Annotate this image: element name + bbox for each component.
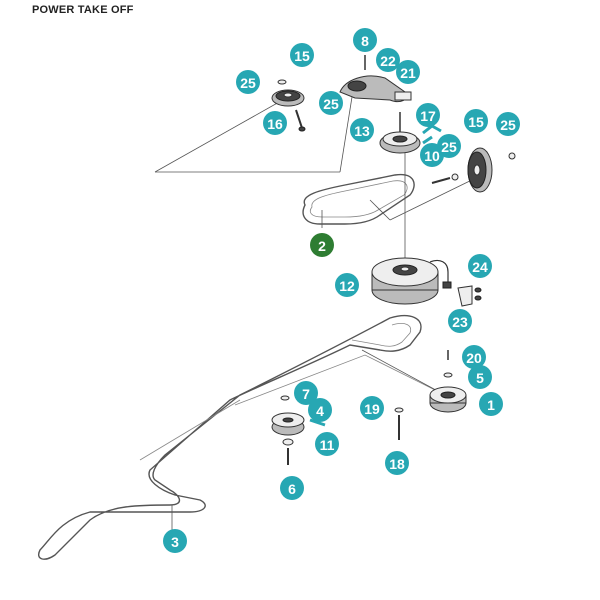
callout-label: 16 [267, 116, 283, 132]
callout-11: 11 [315, 432, 339, 456]
callout-label: 17 [420, 108, 436, 124]
callout-circle [319, 91, 343, 115]
pto-clutch [371, 257, 452, 305]
callout-label: 19 [364, 401, 380, 417]
callout-label: 15 [468, 114, 484, 130]
leader-lines [154, 96, 483, 530]
engine-pulley-1 [429, 350, 467, 413]
callout-label: 8 [361, 33, 369, 49]
callout-20: 20 [462, 345, 486, 369]
callout-6: 6 [280, 476, 304, 500]
callout-label: 6 [288, 481, 296, 497]
callout-circle [479, 392, 503, 416]
callout-circle [416, 103, 440, 127]
idler-arm [339, 55, 412, 103]
callout-12: 12 [335, 273, 359, 297]
callout-label: 24 [472, 259, 488, 275]
callout-label: 25 [323, 96, 339, 112]
callout-circle [236, 70, 260, 94]
callout-circle [310, 233, 334, 257]
callout-3: 3 [163, 529, 187, 553]
callout-circle [163, 529, 187, 553]
callout-label: 2 [318, 238, 326, 254]
upper-belt [302, 173, 415, 225]
bracket-23 [457, 285, 482, 307]
callout-22: 22 [376, 48, 400, 72]
callout-label: 10 [424, 148, 440, 164]
callout-label: 21 [400, 65, 416, 81]
callout-15: 15 [290, 43, 314, 67]
callout-circle [315, 432, 339, 456]
callout-13: 13 [350, 118, 374, 142]
callout-label: 7 [302, 386, 310, 402]
callout-circle [360, 396, 384, 420]
callout-circle [462, 345, 486, 369]
callout-18: 18 [385, 451, 409, 475]
callout-label: 11 [320, 437, 335, 453]
bolt-16 [295, 109, 306, 132]
callout-24: 24 [468, 254, 492, 278]
callout-circle [280, 476, 304, 500]
callout-label: 25 [441, 139, 457, 155]
callout-circle [437, 134, 461, 158]
callout-circle [335, 273, 359, 297]
pulley-13 [379, 112, 421, 154]
callout-label: 13 [354, 123, 370, 139]
callout-label: 12 [339, 278, 355, 294]
callout-label: 20 [466, 350, 482, 366]
page-title: POWER TAKE OFF [32, 4, 134, 16]
callout-circle [468, 254, 492, 278]
callout-label: 15 [294, 48, 310, 64]
callout-circle [385, 451, 409, 475]
callout-circle [290, 43, 314, 67]
idler-pulley-left [271, 89, 305, 107]
callout-circle [308, 398, 332, 422]
callout-19: 19 [360, 396, 384, 420]
callout-15: 15 [464, 109, 488, 133]
callout-16: 16 [263, 111, 287, 135]
callout-21: 21 [396, 60, 420, 84]
callout-label: 18 [389, 456, 405, 472]
callout-label: 3 [171, 534, 179, 550]
callout-label: 1 [487, 397, 495, 413]
callout-label: 23 [452, 314, 468, 330]
callout-circle [294, 381, 318, 405]
callout-circle [263, 111, 287, 135]
bolt-18 [394, 407, 404, 440]
callout-25: 25 [319, 91, 343, 115]
callout-label: 5 [476, 370, 484, 386]
callout-circle [396, 60, 420, 84]
callout-7: 7 [294, 381, 318, 405]
callout-circle [464, 109, 488, 133]
callout-circle [376, 48, 400, 72]
callout-2: 2 [310, 233, 334, 257]
callout-label: 4 [316, 403, 324, 419]
spring-17 [422, 124, 442, 145]
callout-25: 25 [236, 70, 260, 94]
callout-4: 4 [308, 398, 332, 422]
lower-belt [38, 314, 446, 560]
callout-circle [468, 365, 492, 389]
callout-circle [496, 112, 520, 136]
callout-17: 17 [416, 103, 440, 127]
callout-label: 25 [240, 75, 256, 91]
callout-25: 25 [496, 112, 520, 136]
callout-1: 1 [479, 392, 503, 416]
idler-pulley-right [431, 147, 516, 193]
deck-pulley [271, 395, 326, 465]
callout-23: 23 [448, 309, 472, 333]
washer-25a [277, 79, 287, 85]
callout-label: 22 [380, 53, 396, 69]
callout-circle [353, 28, 377, 52]
callout-label: 25 [500, 117, 516, 133]
callout-circle [350, 118, 374, 142]
callout-25: 25 [437, 134, 461, 158]
callout-circle [448, 309, 472, 333]
callout-5: 5 [468, 365, 492, 389]
callout-8: 8 [353, 28, 377, 52]
